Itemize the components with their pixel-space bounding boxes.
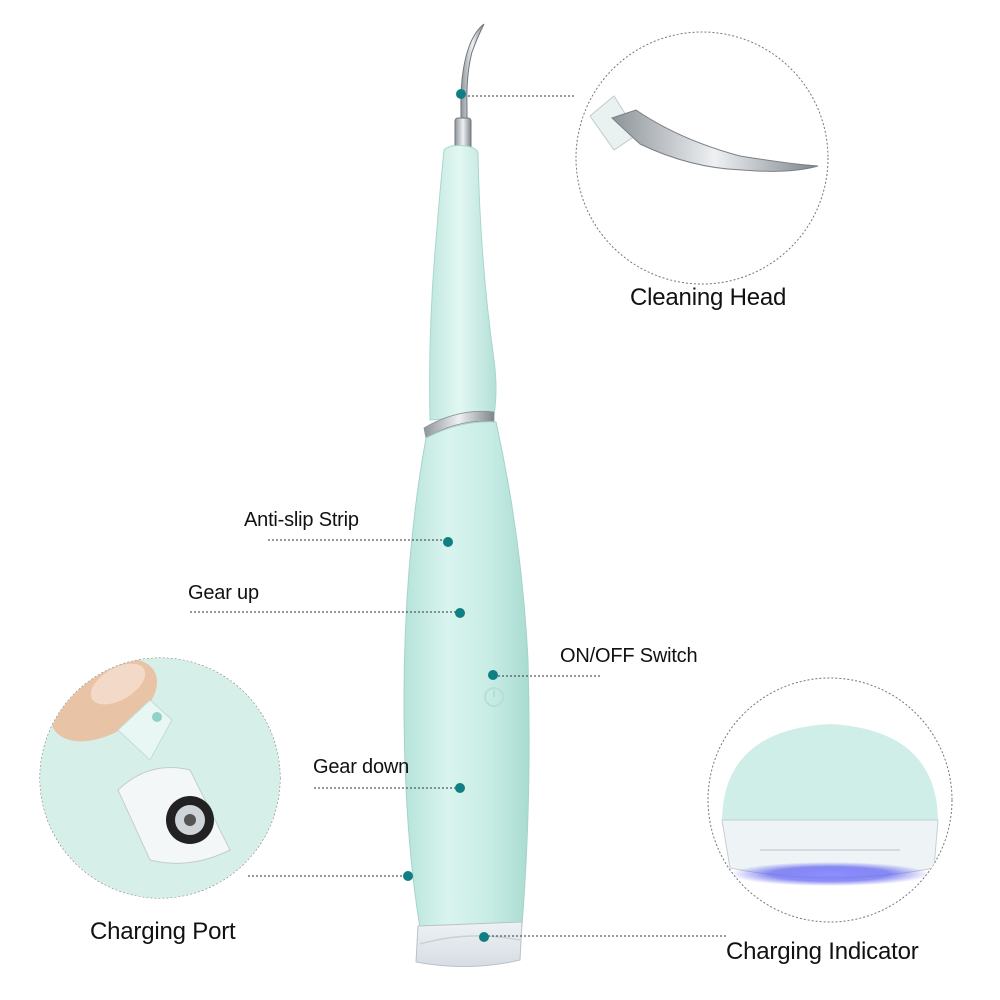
label-gear-down: Gear down [313,756,410,778]
charging-indicator-zoom [707,677,953,923]
dot-icon [443,537,453,547]
device-handle [403,421,530,929]
device-clear-base [415,921,523,968]
label-cleaning-head: Cleaning Head [630,284,787,311]
leader-lines [190,95,728,937]
label-charging-port: Charging Port [90,918,236,945]
dot-icon [488,670,498,680]
device-neck [429,145,497,421]
dot-icon [455,608,465,618]
callout-dots [403,89,498,942]
charging-port-zoom [39,657,281,899]
dot-icon [456,89,466,99]
label-on-off-switch: ON/OFF Switch [560,645,698,667]
dot-icon [479,932,489,942]
label-gear-up: Gear up [188,582,259,604]
scaler-tip [460,23,485,149]
device-main [403,23,530,968]
cleaning-head-zoom [575,31,829,285]
dot-icon [403,871,413,881]
label-charging-indicator: Charging Indicator [726,938,919,965]
dot-icon [455,783,465,793]
power-button[interactable] [484,687,504,707]
label-anti-slip-strip: Anti-slip Strip [244,509,359,531]
